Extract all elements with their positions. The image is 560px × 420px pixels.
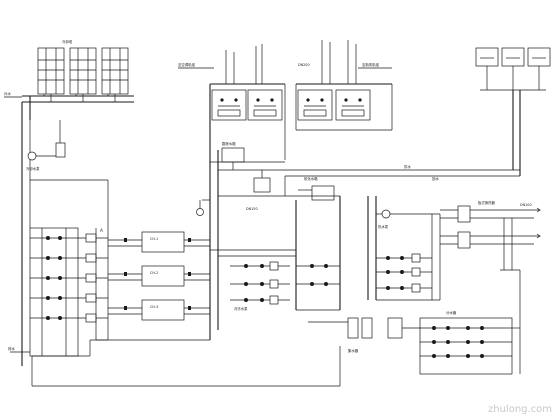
pump-hw-label: 热水泵: [378, 224, 389, 229]
cw-pump-frame: [29, 227, 79, 357]
chiller-2-label: CH-2: [150, 271, 158, 275]
softener-label: 软化水箱: [304, 176, 318, 181]
tag-a: A: [100, 228, 103, 233]
hw-pump-group: 热水泵: [367, 196, 441, 301]
cooling-water-mains: 冷却水泵: [21, 96, 109, 366]
watermark-text: zhulong.com: [488, 404, 552, 415]
chiller-3-label: CH-3: [150, 305, 158, 309]
dist-row-3: [420, 354, 512, 358]
chw-mains: [31, 84, 341, 387]
chw-pump-row-1: [230, 261, 290, 271]
cw-pump-row-3: [30, 273, 108, 283]
hw-pump-row-1: [376, 253, 432, 263]
central-mains: 冷冻水泵: [210, 195, 341, 311]
to-ahu-2-label: 至新风机组: [362, 62, 380, 67]
make-up-label: 补水: [4, 91, 11, 96]
make-up-tank-1: [347, 317, 359, 339]
tank-1: [475, 47, 499, 67]
softener-box-2: [311, 185, 335, 201]
expansion-tank-label: 膨胀水箱: [222, 141, 236, 146]
cw-pump-bank: A 排水: [8, 227, 109, 357]
tank-3: [527, 47, 551, 67]
hw-pump-row-2: [376, 267, 432, 277]
right-outlets: 板式换热器 DN100: [440, 200, 542, 271]
supply-label: 供水: [404, 164, 411, 169]
cw-pump-row-4: [30, 293, 108, 303]
cooling-tower-1: [37, 47, 65, 95]
hw-pump-row-3: [376, 283, 432, 293]
make-up-tank-3: [387, 317, 403, 339]
cooling-tower-label: 冷却塔: [62, 39, 73, 44]
water-seg-frame: [419, 317, 513, 375]
chiller-2: [141, 265, 185, 287]
to-ahu-1-label: 至空调机组: [178, 62, 196, 67]
cooling-tower-3: [101, 47, 129, 95]
tank-2: [501, 47, 525, 67]
return-label: 回水: [432, 176, 439, 181]
hx-1: [457, 205, 471, 223]
make-up-tank-2: [361, 317, 373, 339]
drain-label: 排水: [8, 346, 15, 351]
chiller-1: [141, 231, 185, 253]
cooling-tower-2: [69, 47, 97, 95]
pump-hw-standby: [381, 209, 391, 219]
expansion-tank: [221, 147, 245, 163]
dist-row-2: [420, 340, 512, 344]
top-right-tanks: [475, 47, 551, 176]
hx-label: 板式换热器: [478, 200, 496, 205]
cooling-tower-group: 冷却塔 补水: [4, 39, 134, 103]
chiller-group: CH-1 CH-2 CH-3: [108, 231, 210, 321]
expansion-group: 膨胀水箱 软化水箱 供水 回水 DN150: [210, 141, 520, 211]
filter-box: [55, 142, 66, 158]
pump-cw-standby: [27, 151, 37, 161]
softener-tank: [253, 177, 271, 193]
dn-label-right: DN100: [520, 203, 532, 207]
pump-chw-aux: [196, 208, 204, 216]
hx-2: [457, 231, 471, 249]
water-seg-label: 分水器: [446, 310, 457, 315]
chw-pump-row-2: [230, 279, 290, 289]
pump-cw-label: 冷却水泵: [26, 166, 40, 171]
chiller-3: [141, 299, 185, 321]
top-unit-group: 至空调机组 至新风机组 DN200: [178, 40, 393, 160]
chw-pump-row-4: [310, 264, 328, 286]
bottom-right-distribution: 集水器 分水器: [308, 270, 521, 375]
dn-label-top: DN200: [298, 63, 310, 67]
dn-label-mid: DN150: [246, 207, 258, 211]
pump-chw-label: 冷冻水泵: [234, 306, 248, 311]
chiller-1-label: CH-1: [150, 237, 158, 241]
water-col-label: 集水器: [348, 348, 359, 353]
dist-row-1: [420, 326, 512, 330]
chw-pump-row-3: [230, 295, 290, 305]
